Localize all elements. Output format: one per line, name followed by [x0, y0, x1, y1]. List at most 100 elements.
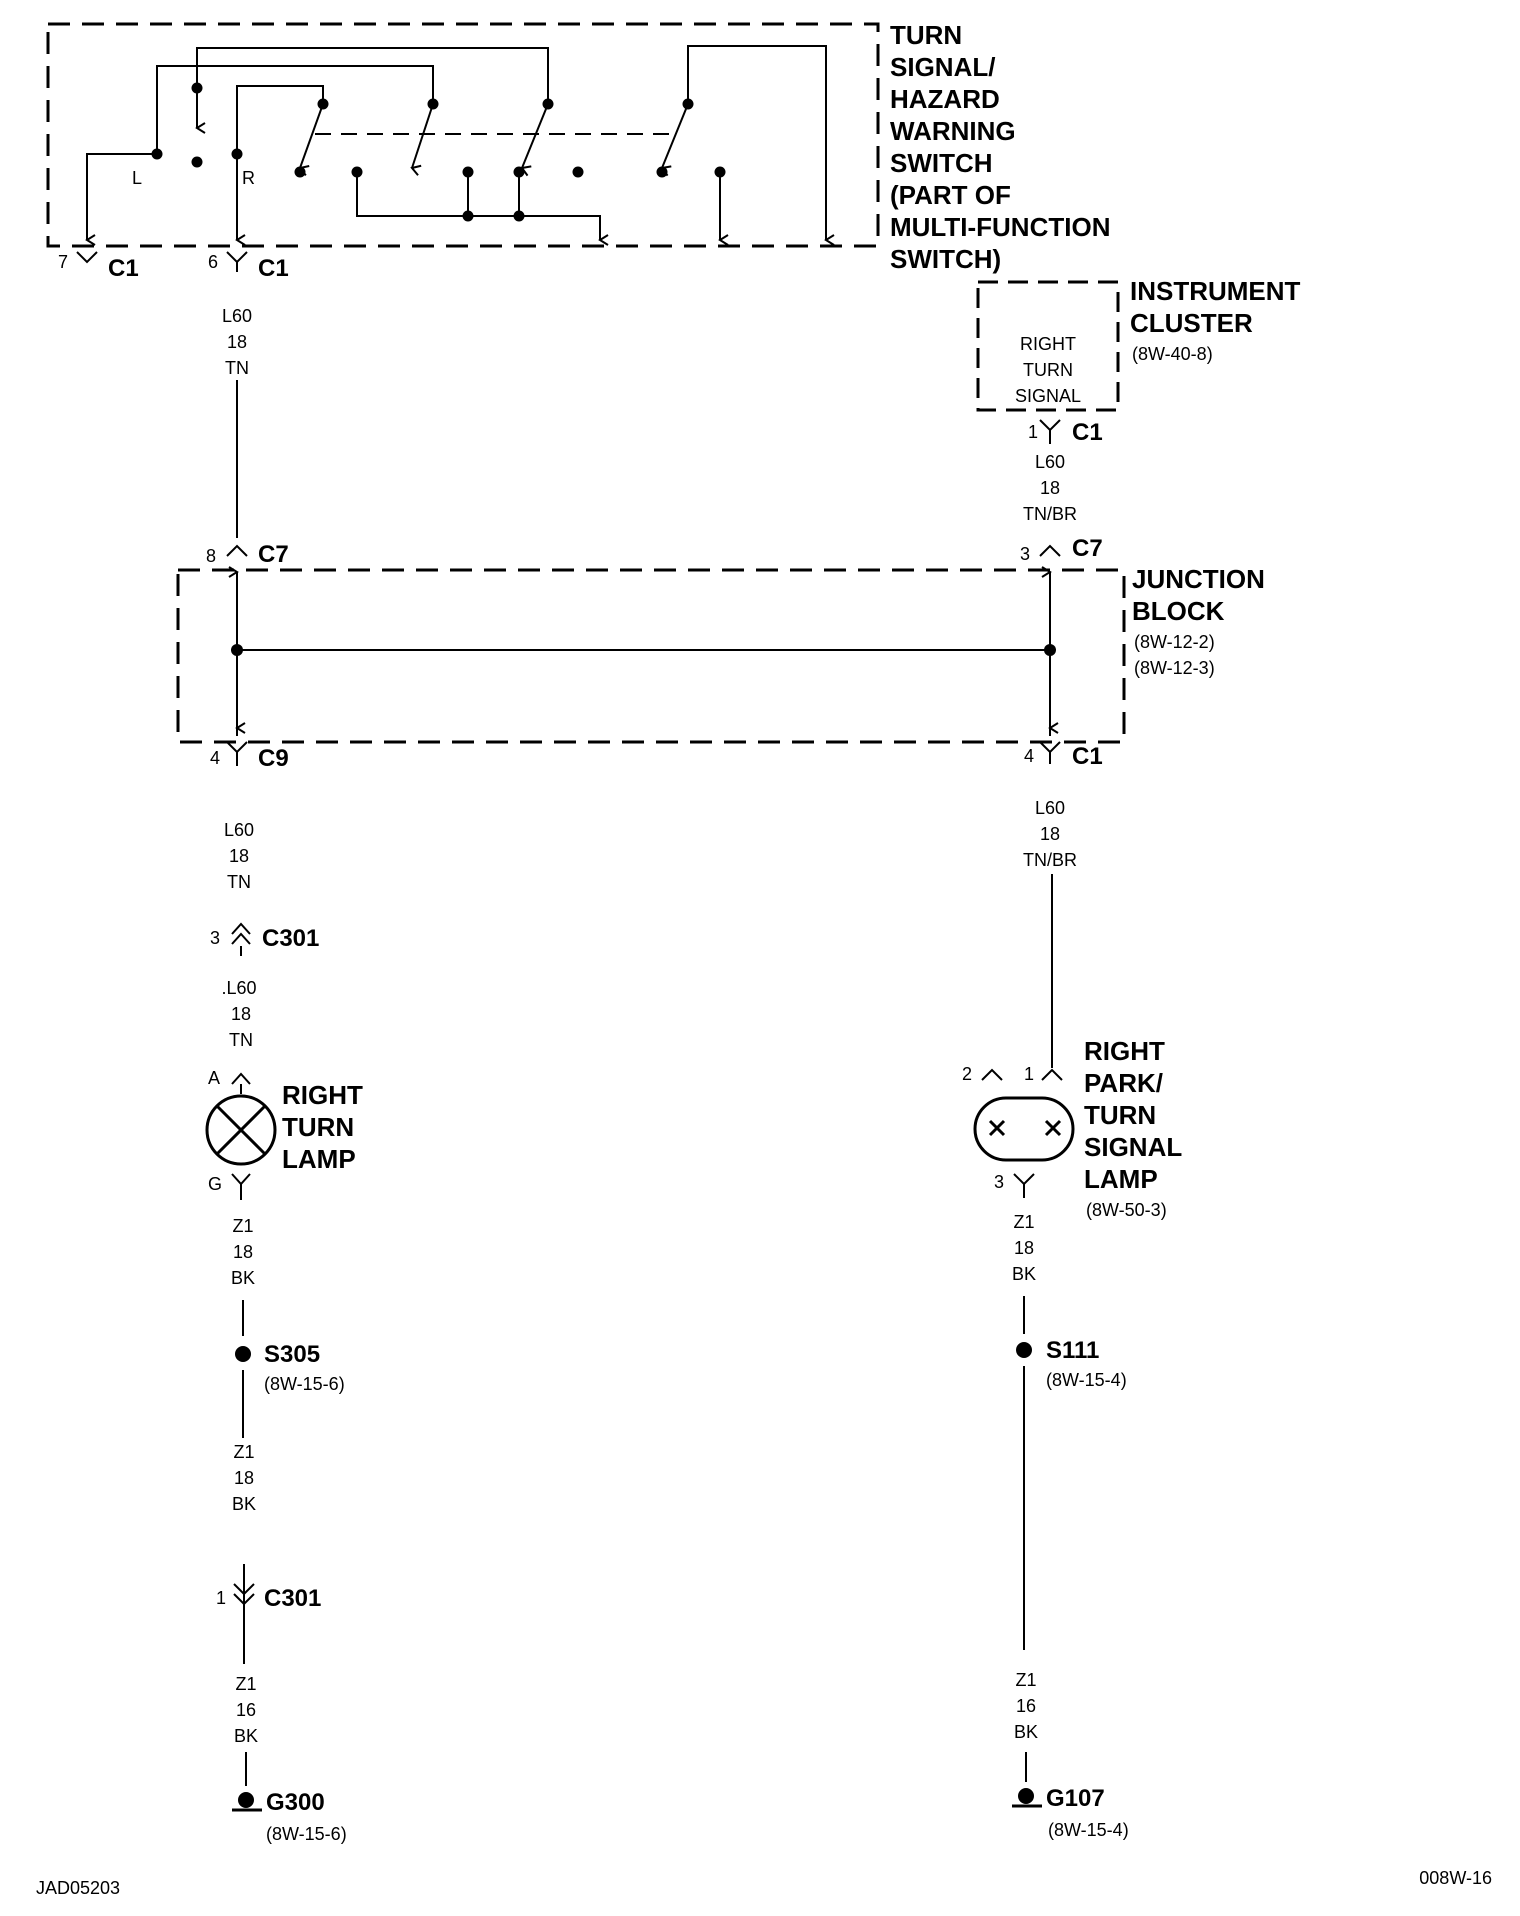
park-pin-3: 3 — [994, 1172, 1004, 1192]
switch-contacts — [151, 82, 726, 222]
wire-w4-color: TN/BR — [1023, 850, 1077, 870]
wire-w7-gauge: 18 — [1014, 1238, 1034, 1258]
turn-signal-hazard-switch — [46, 22, 880, 248]
sw-c1-pin7-number: 7 — [58, 252, 68, 272]
wire-w5-color: TN — [229, 1030, 253, 1050]
wire-w9-gauge: 16 — [236, 1700, 256, 1720]
switch-label-6: (PART OF — [890, 180, 1011, 210]
ground-g300-name: G300 — [266, 1789, 325, 1816]
jb-c7-left-name: C7 — [258, 541, 289, 568]
cluster-inner-2: TURN — [1023, 360, 1073, 380]
ground-g107-ref: (8W-15-4) — [1048, 1820, 1129, 1840]
wire-labels: L60 18 TN L60 18 TN/BR L60 18 TN L60 18 … — [221, 306, 1077, 1746]
junction-block-outline — [176, 568, 1126, 744]
wire-w5-circuit: .L60 — [221, 978, 256, 998]
switch-outline — [46, 22, 880, 248]
wire-w7-color: BK — [1012, 1264, 1036, 1284]
switch-pos-left: L — [132, 168, 142, 188]
c301-top-pin: 3 — [210, 928, 220, 948]
right-turn-lamp-symbol — [205, 1094, 277, 1166]
wire-w8-color: BK — [232, 1494, 256, 1514]
park-pin-2: 2 — [962, 1064, 972, 1084]
jb-c7-left-pin: 8 — [206, 546, 216, 566]
sw-c1-pin6-number: 6 — [208, 252, 218, 272]
wire-w10-color: BK — [1014, 1722, 1038, 1742]
c301-bottom-name: C301 — [264, 1585, 321, 1612]
sw-c1-pin6-name: C1 — [258, 255, 289, 282]
wire-w3-gauge: 18 — [229, 846, 249, 866]
jb-c9-name: C9 — [258, 745, 289, 772]
junction-title-1: JUNCTION — [1132, 564, 1265, 594]
splice-s111-dot — [1016, 1342, 1032, 1358]
cluster-title-1: INSTRUMENT — [1130, 276, 1301, 306]
park-lamp-label-3: TURN — [1084, 1100, 1156, 1130]
wire-w2-circuit: L60 — [1035, 452, 1065, 472]
splice-s305-name: S305 — [264, 1341, 320, 1368]
ic-c1-name: C1 — [1072, 419, 1103, 446]
wire-w2-color: TN/BR — [1023, 504, 1077, 524]
splice-s305-ref: (8W-15-6) — [264, 1374, 345, 1394]
cluster-inner-1: RIGHT — [1020, 334, 1076, 354]
wire-w5-gauge: 18 — [231, 1004, 251, 1024]
park-lamp-label-5: LAMP — [1084, 1164, 1158, 1194]
junction-title-2: BLOCK — [1132, 596, 1225, 626]
cluster-outline — [976, 280, 1120, 412]
wire-w6-circuit: Z1 — [232, 1216, 253, 1236]
wire-w6-gauge: 18 — [233, 1242, 253, 1262]
jb-c9-pin: 4 — [210, 748, 220, 768]
wire-w10-circuit: Z1 — [1015, 1670, 1036, 1690]
jb-c7-right-name: C7 — [1072, 535, 1103, 562]
jb-c1-name: C1 — [1072, 743, 1103, 770]
footer-left-code: JAD05203 — [36, 1878, 120, 1898]
junction-ref-1: (8W-12-2) — [1134, 632, 1215, 652]
lamp-pin-g: G — [208, 1174, 222, 1194]
splice-s111-name: S111 — [1046, 1337, 1099, 1364]
splice-s111-ref: (8W-15-4) — [1046, 1370, 1127, 1390]
right-turn-lamp-label-3: LAMP — [282, 1144, 356, 1174]
park-lamp-label-1: RIGHT — [1084, 1036, 1165, 1066]
wire-w1-gauge: 18 — [227, 332, 247, 352]
wire-w10-gauge: 16 — [1016, 1696, 1036, 1716]
switch-label-4: WARNING — [890, 116, 1016, 146]
jb-c1-pin: 4 — [1024, 746, 1034, 766]
junction-node-right — [1044, 644, 1056, 656]
ground-g300-ref: (8W-15-6) — [266, 1824, 347, 1844]
wire-w4-circuit: L60 — [1035, 798, 1065, 818]
junction-node-left — [231, 644, 243, 656]
park-lamp-label-2: PARK/ — [1084, 1068, 1163, 1098]
wire-w8-gauge: 18 — [234, 1468, 254, 1488]
wire-w1-color: TN — [225, 358, 249, 378]
ground-g107-name: G107 — [1046, 1785, 1105, 1812]
right-turn-lamp-label-2: TURN — [282, 1112, 354, 1142]
park-turn-lamp-symbol — [973, 1096, 1075, 1162]
switch-label-3: HAZARD — [890, 84, 1000, 114]
cluster-title-2: CLUSTER — [1130, 308, 1253, 338]
wire-w1-circuit: L60 — [222, 306, 252, 326]
splice-s305-dot — [235, 1346, 251, 1362]
wire-w4-gauge: 18 — [1040, 824, 1060, 844]
ic-c1-pin: 1 — [1028, 422, 1038, 442]
junction-ref-2: (8W-12-3) — [1134, 658, 1215, 678]
ground-g300-symbol — [232, 1792, 262, 1812]
wire-w6-color: BK — [231, 1268, 255, 1288]
switch-label-7: MULTI-FUNCTION — [890, 212, 1110, 242]
switch-label-1: TURN — [890, 20, 962, 50]
left-circuit-wires — [226, 380, 255, 1786]
c301-bottom-pin: 1 — [216, 1588, 226, 1608]
park-lamp-label-4: SIGNAL — [1084, 1132, 1182, 1162]
wire-w3-circuit: L60 — [224, 820, 254, 840]
ground-g107-symbol — [1012, 1788, 1042, 1808]
wire-w8-circuit: Z1 — [233, 1442, 254, 1462]
wire-w9-circuit: Z1 — [235, 1674, 256, 1694]
cluster-inner-3: SIGNAL — [1015, 386, 1081, 406]
jb-c7-right-pin: 3 — [1020, 544, 1030, 564]
right-turn-lamp-label-1: RIGHT — [282, 1080, 363, 1110]
wire-w9-color: BK — [234, 1726, 258, 1746]
wire-w2-gauge: 18 — [1040, 478, 1060, 498]
c301-top-name: C301 — [262, 925, 319, 952]
switch-pos-right: R — [242, 168, 255, 188]
sw-c1-pin7-name: C1 — [108, 255, 139, 282]
wire-w7-circuit: Z1 — [1013, 1212, 1034, 1232]
footer-right-code: 008W-16 — [1419, 1868, 1492, 1888]
